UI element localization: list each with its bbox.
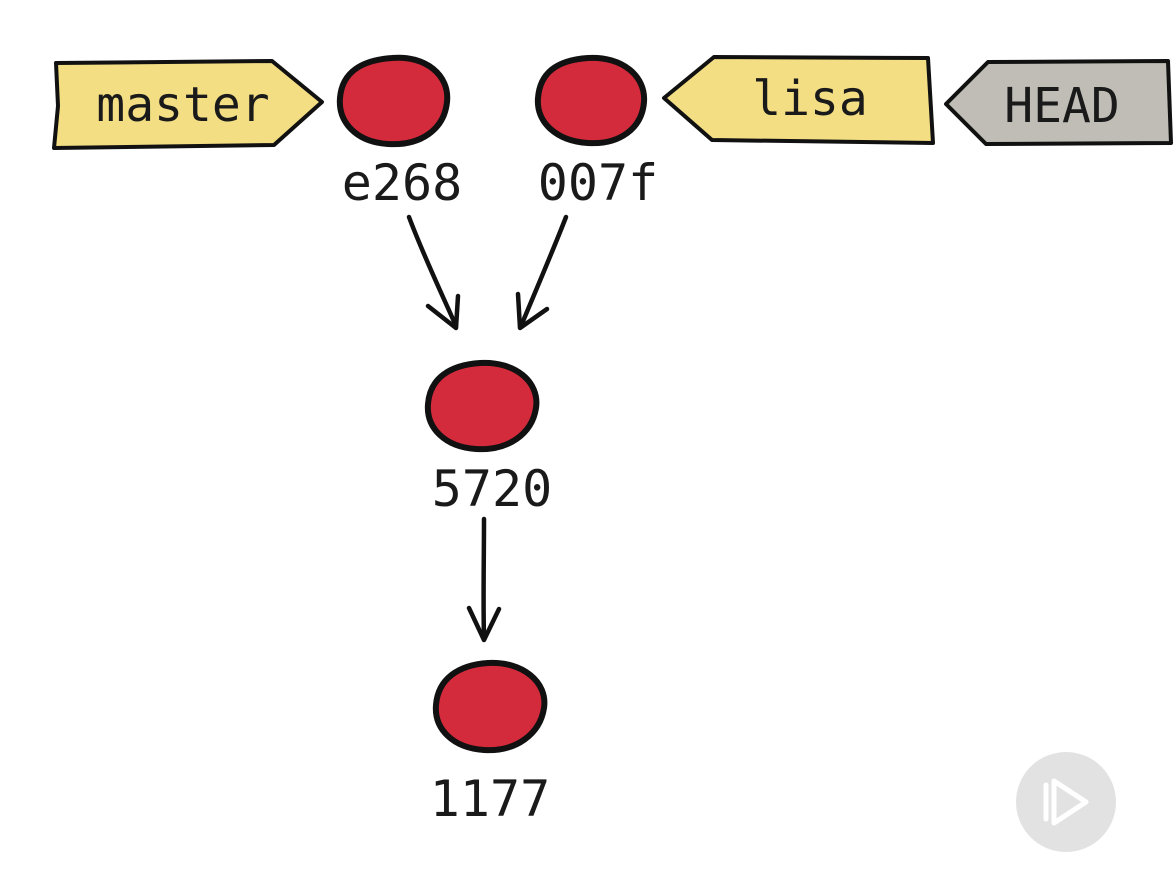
branch-tag-master-shape bbox=[52, 59, 324, 150]
commit-dot-1177 bbox=[432, 659, 548, 754]
commit-dot-e268 bbox=[336, 54, 451, 148]
edge-e268-to-5720 bbox=[406, 214, 461, 331]
arrow-line bbox=[518, 214, 569, 329]
branch-label-lisa: lisa bbox=[752, 71, 868, 127]
commit-node-e268: e268 bbox=[336, 54, 462, 212]
commit-hash-007f: 007f bbox=[538, 154, 658, 212]
arrow-head bbox=[466, 605, 502, 643]
edge-5720-to-1177 bbox=[466, 516, 502, 643]
commit-hash-1177: 1177 bbox=[430, 770, 550, 828]
arrow-line bbox=[406, 214, 459, 329]
play-button[interactable] bbox=[1016, 752, 1116, 852]
head-pointer-tag: HEAD bbox=[944, 59, 1173, 146]
branch-tag-master: master bbox=[52, 59, 324, 150]
branch-tag-lisa-shape bbox=[662, 55, 935, 145]
head-label: HEAD bbox=[1004, 78, 1120, 134]
commit-dot-5720 bbox=[424, 359, 540, 453]
play-icon bbox=[1043, 778, 1089, 826]
edge-007f-to-5720 bbox=[515, 214, 569, 331]
commit-hash-5720: 5720 bbox=[432, 460, 552, 518]
head-pointer-shape bbox=[944, 59, 1173, 146]
branch-label-master: master bbox=[96, 77, 269, 133]
commit-hash-e268: e268 bbox=[342, 154, 462, 212]
commit-node-1177: 1177 bbox=[430, 659, 550, 828]
arrow-head bbox=[425, 293, 461, 331]
commit-node-5720: 5720 bbox=[424, 359, 552, 518]
commit-node-007f: 007f bbox=[534, 54, 658, 212]
branch-tag-lisa: lisa bbox=[662, 55, 935, 145]
arrow-head bbox=[515, 291, 550, 331]
commit-dot-007f bbox=[534, 54, 648, 147]
